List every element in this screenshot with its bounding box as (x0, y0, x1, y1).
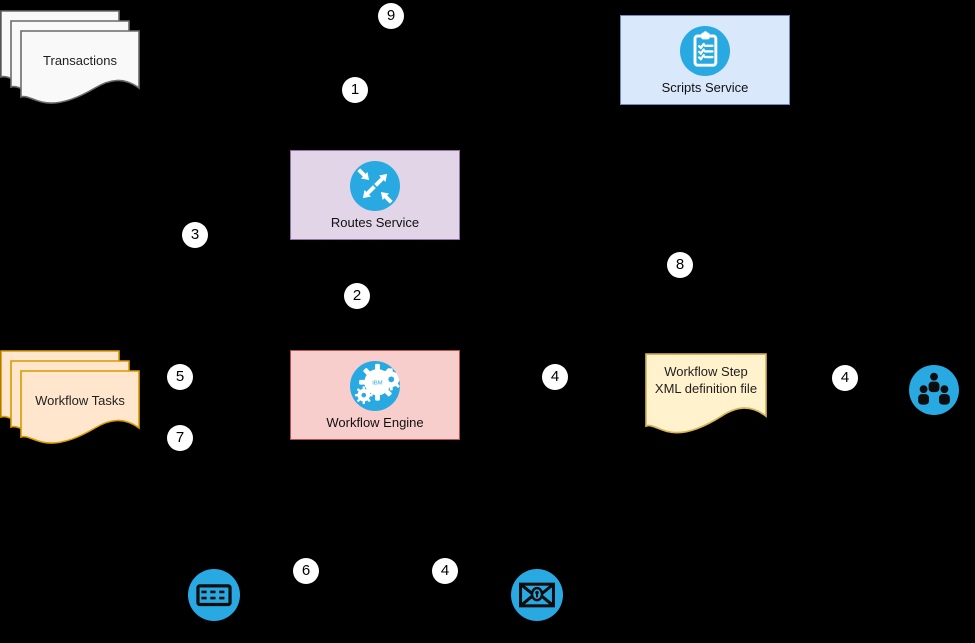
document-sheet (20, 30, 140, 104)
workflow-engine-label: Workflow Engine (326, 415, 424, 430)
secure-email-icon (511, 569, 563, 621)
step-badge-4-engine-xml: 4 (542, 364, 568, 390)
step-badge-6: 6 (293, 558, 319, 584)
queue-icon (188, 569, 240, 621)
step-badge-9: 9 (378, 3, 404, 29)
step-badge-4-email: 4 (432, 558, 458, 584)
scripts-service-node: Scripts Service (620, 15, 790, 105)
step-badge-8: 8 (667, 252, 693, 278)
step-badge-2: 2 (344, 283, 370, 309)
gears-icon: IBM (350, 361, 400, 411)
step-badge-7: 7 (167, 425, 193, 451)
document-sheet (645, 353, 767, 434)
scripts-service-label: Scripts Service (661, 80, 749, 95)
routes-service-label: Routes Service (330, 215, 420, 230)
step-badge-1: 1 (342, 77, 368, 103)
xml-definition-file-label: Workflow Step XML definition file (654, 364, 758, 396)
gear-ibm-text: IBM (372, 380, 383, 386)
transactions-label: Transactions (43, 53, 117, 68)
step-badge-3: 3 (182, 222, 208, 248)
step-badge-5: 5 (167, 364, 193, 390)
document-sheet (20, 370, 140, 444)
workflow-engine-node: IBM Workflow Engine (290, 350, 460, 440)
routes-service-node: Routes Service (290, 150, 460, 240)
step-badge-4-xml-users: 4 (832, 365, 858, 391)
users-icon (909, 365, 959, 415)
route-arrows-icon (350, 161, 400, 211)
clipboard-checklist-icon (680, 26, 730, 76)
workflow-tasks-label: Workflow Tasks (35, 393, 125, 408)
